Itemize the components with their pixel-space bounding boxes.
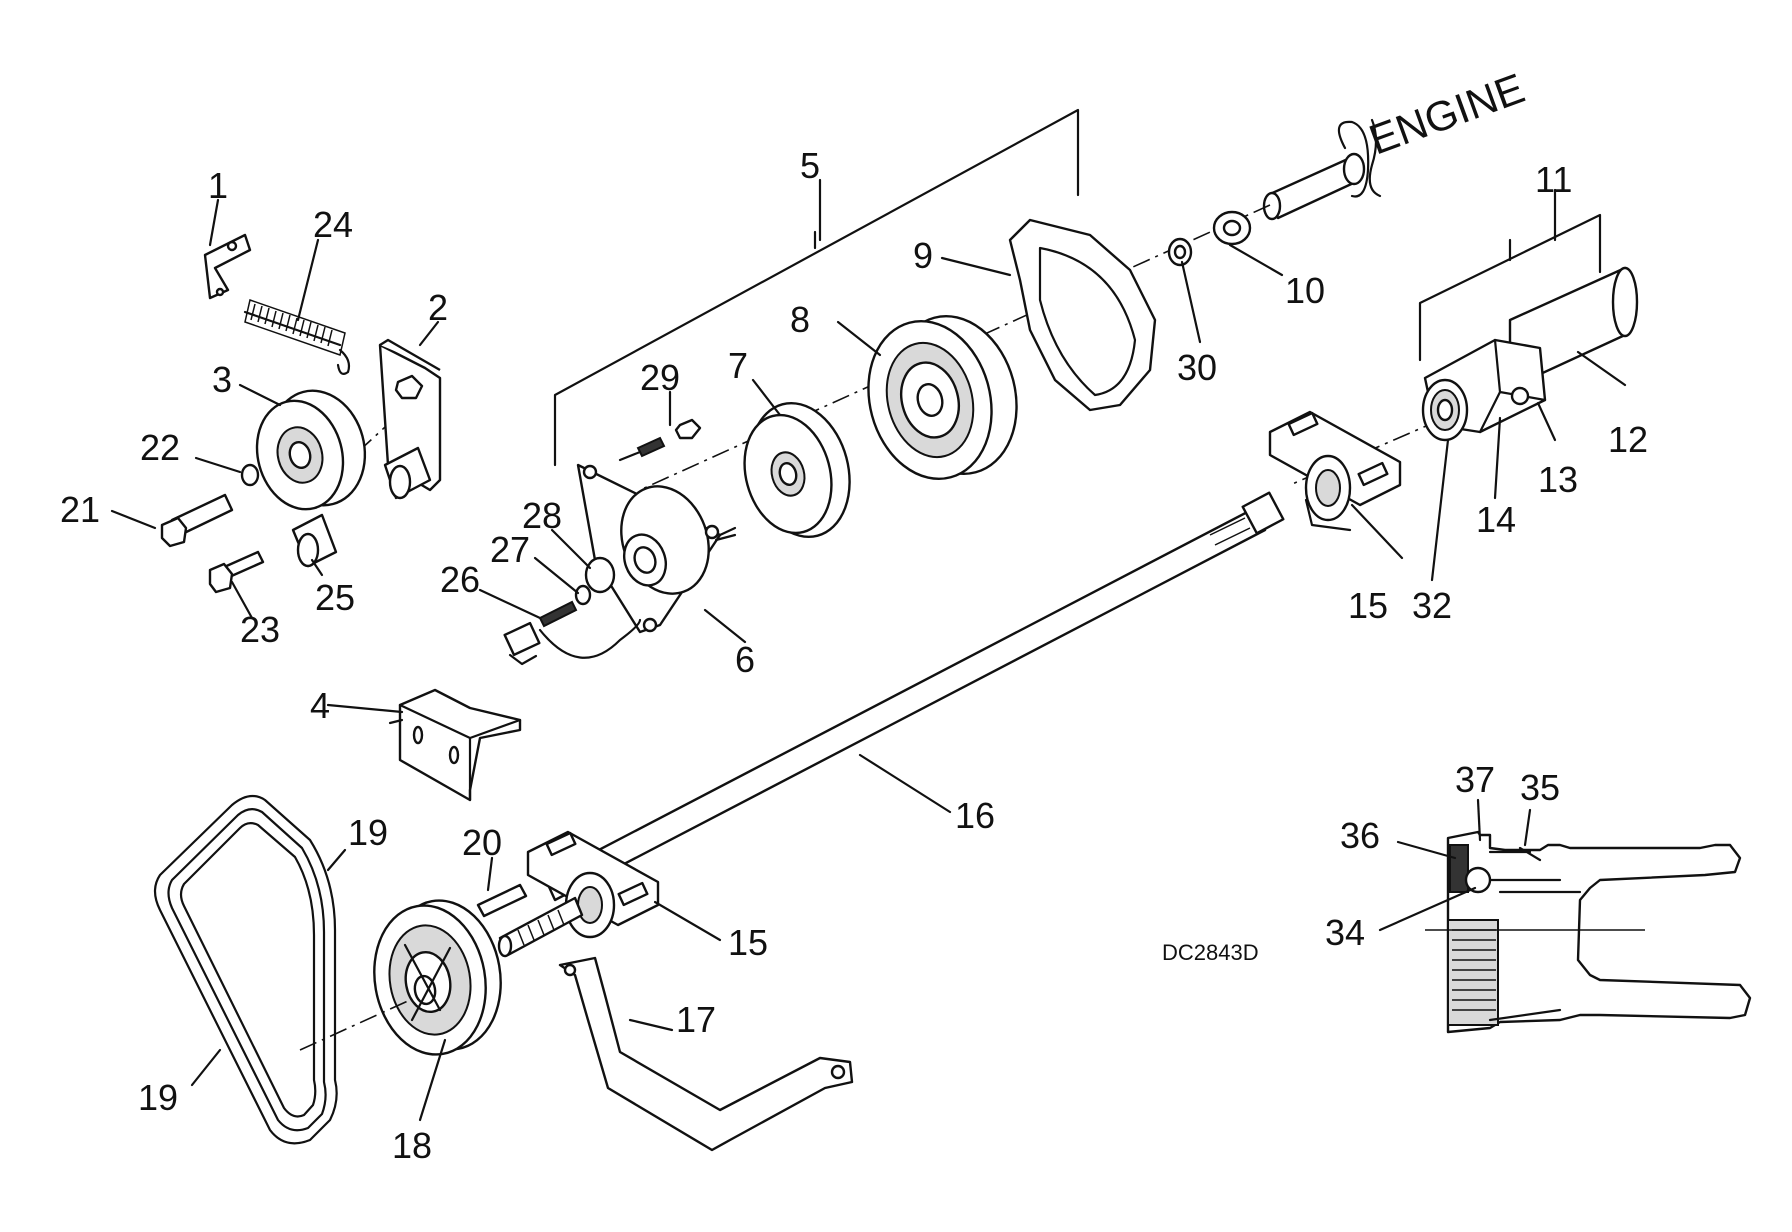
- stud-and-nut-29: [618, 418, 702, 462]
- callout-26: 26: [440, 559, 480, 600]
- pulley-axis-line: [299, 999, 411, 1051]
- shaft-spline-end: [497, 896, 584, 958]
- spring-24: [243, 299, 351, 375]
- screw-26: [538, 600, 578, 628]
- callout-17: 17: [676, 999, 716, 1040]
- callout-1: 1: [208, 165, 228, 206]
- callout-24: 24: [313, 204, 353, 245]
- engine-label: ENGINE: [1363, 64, 1530, 163]
- callout-35: 35: [1520, 767, 1560, 808]
- driven-pulley-18: [373, 899, 502, 1056]
- callout-37: 37: [1455, 759, 1495, 800]
- callout-25: 25: [315, 577, 355, 618]
- flange-bearing-15-lower: [526, 830, 660, 939]
- washer-30: [1167, 237, 1193, 267]
- callout-18: 18: [392, 1125, 432, 1166]
- idler-pulley-3: [255, 389, 367, 511]
- callout-labels: 1 24 2 3 22 21 23 25 5 9 8 7 29 28 27 26…: [60, 145, 1648, 1166]
- callout-4: 4: [310, 685, 330, 726]
- v-belt-19: [153, 794, 338, 1145]
- callout-5: 5: [800, 145, 820, 186]
- bracket-4: [398, 688, 522, 802]
- callout-6: 6: [735, 639, 755, 680]
- callout-3: 3: [212, 359, 232, 400]
- clutch-assembly-bracket-5: [553, 108, 1080, 467]
- callout-29: 29: [640, 357, 680, 398]
- spacer-10: [1212, 210, 1252, 246]
- plate-2: [378, 338, 442, 492]
- callout-15-lower: 15: [728, 922, 768, 963]
- callout-19-lower: 19: [138, 1077, 178, 1118]
- callout-10: 10: [1285, 270, 1325, 311]
- callout-32: 32: [1412, 585, 1452, 626]
- brake-plate-9: [1008, 218, 1157, 412]
- pto-shaft-bracket-11: [1418, 213, 1602, 362]
- callout-22: 22: [140, 427, 180, 468]
- callout-12: 12: [1608, 419, 1648, 460]
- spacer-25: [291, 513, 338, 568]
- clutch-pulley-8: [867, 314, 1018, 481]
- callout-30: 30: [1177, 347, 1217, 388]
- callout-2: 2: [428, 287, 448, 328]
- engine-crankshaft: [1262, 118, 1382, 221]
- bolt-21: [160, 493, 234, 548]
- callout-28: 28: [522, 495, 562, 536]
- callout-20: 20: [462, 822, 502, 863]
- callout-23: 23: [240, 609, 280, 650]
- callout-19-upper: 19: [348, 812, 388, 853]
- key-20: [476, 883, 528, 918]
- lockwasher-27: [574, 584, 592, 606]
- leader-lines: [110, 178, 1627, 1122]
- callout-27: 27: [490, 529, 530, 570]
- callout-21: 21: [60, 489, 100, 530]
- drive-shaft-16: [543, 491, 1285, 902]
- bearing-14: [1421, 378, 1469, 442]
- callout-13: 13: [1538, 459, 1578, 500]
- callout-14: 14: [1476, 499, 1516, 540]
- callout-15-upper: 15: [1348, 585, 1388, 626]
- bushing-25-upper: [383, 446, 432, 500]
- yoke-detail-view: [1425, 830, 1752, 1034]
- brace-17: [558, 956, 854, 1152]
- flange-bearing-15-upper: [1268, 410, 1402, 532]
- callout-34: 34: [1325, 912, 1365, 953]
- callout-8: 8: [790, 299, 810, 340]
- armature-7: [743, 401, 851, 539]
- washer-28: [584, 556, 616, 594]
- callout-16: 16: [955, 795, 995, 836]
- field-coil-6: [576, 463, 737, 634]
- bolt-23: [208, 550, 265, 594]
- callout-7: 7: [728, 345, 748, 386]
- callout-36: 36: [1340, 815, 1380, 856]
- clutch-wire-connector: [503, 618, 642, 666]
- bracket-1: [203, 233, 252, 300]
- callout-9: 9: [913, 235, 933, 276]
- washer-22: [240, 463, 260, 487]
- callout-11: 11: [1535, 159, 1572, 200]
- drawing-code: DC2843D: [1162, 940, 1259, 965]
